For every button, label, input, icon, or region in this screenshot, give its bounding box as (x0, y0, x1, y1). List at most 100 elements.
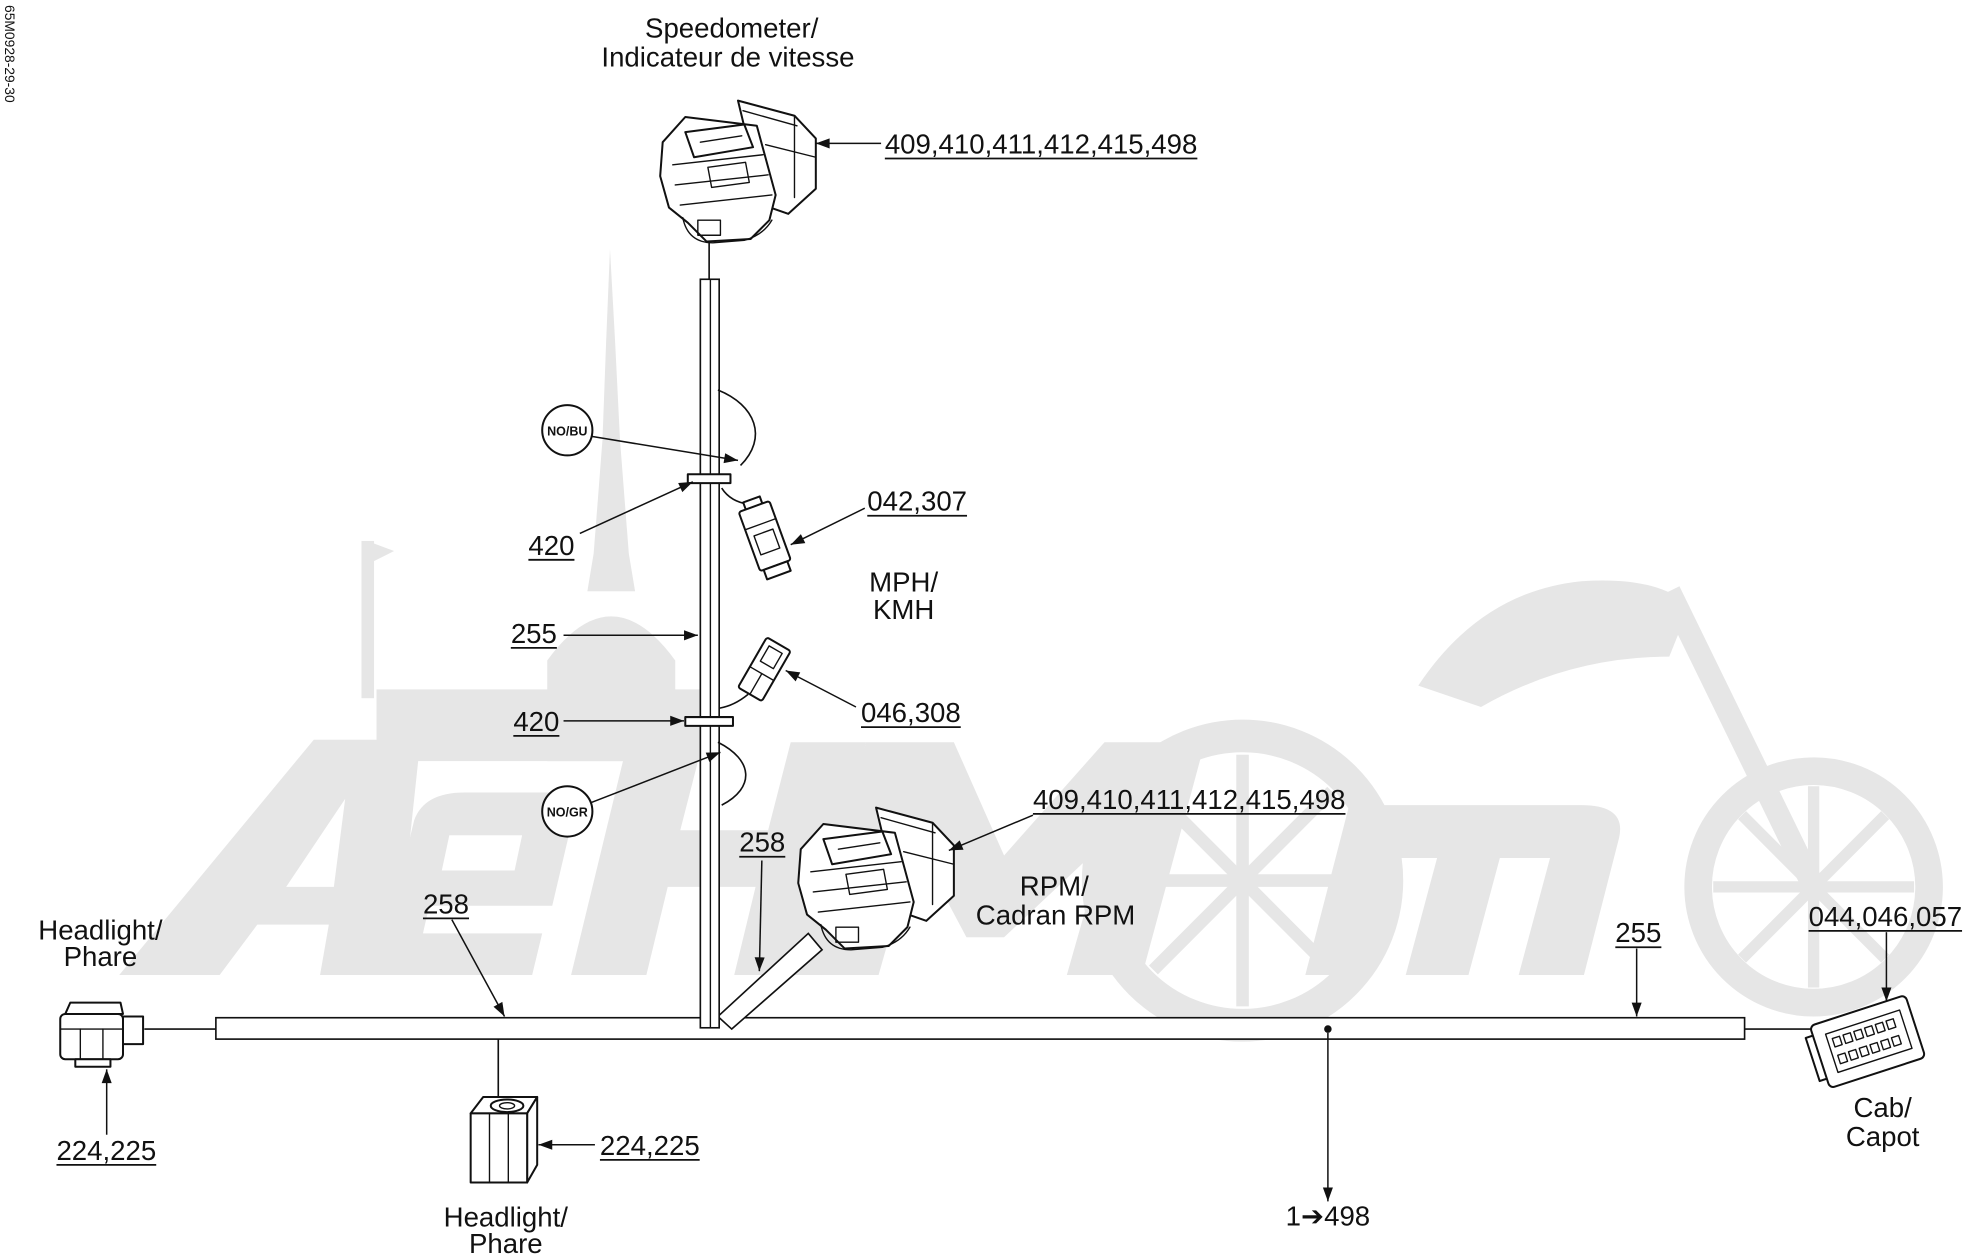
wire-tag-circle (541, 404, 594, 457)
callout-headlight-branch: 258 (422, 888, 506, 1017)
wire-loop-upper (717, 389, 757, 467)
callout-speedometer-connector-label: 409,410,411,412,415,498 (885, 128, 1198, 159)
connector-body-line (749, 672, 763, 696)
callout-rpm-branch-leader-arrowhead (754, 957, 765, 972)
harness-rpm-branch-tube (716, 932, 824, 1031)
connector-foot-tab (835, 926, 860, 943)
callout-clip-upper-leader (579, 481, 694, 535)
callout-clip-upper-label: 420 (528, 530, 574, 561)
callout-headlight-left-connector-leader-arrowhead (101, 1069, 112, 1084)
connector-042-307 (738, 495, 792, 581)
speedometer-label-fr: Indicateur de vitesse (601, 42, 854, 73)
callout-cab-connector-label: 044,046,057 (1809, 901, 1962, 932)
connector-pin (1837, 1052, 1849, 1065)
rpm-label-fr: Cadran RPM (976, 900, 1135, 931)
watermark-logo (119, 249, 1943, 1042)
connector-foot (682, 216, 773, 244)
connector-foot (820, 923, 911, 951)
connector-pin-row (1831, 1018, 1897, 1048)
connector-body (738, 500, 792, 572)
callout-connector-042: 042,307 (790, 486, 968, 546)
connector-body-line (817, 901, 911, 913)
callout-harness-assembly: 1➔498 (1286, 1032, 1370, 1231)
callout-speedometer-connector-leader-arrowhead (815, 138, 830, 149)
callout-connector-046-label: 046,308 (861, 697, 961, 728)
watermark-rear-spokes (1117, 754, 1369, 1007)
connector-latch (684, 123, 755, 159)
connector-housing-rib (742, 110, 798, 127)
watermark-flag (374, 543, 395, 562)
connector-pin (1874, 1021, 1886, 1034)
connector-foot (74, 1058, 112, 1068)
callout-headlight-branch-label: 258 (423, 888, 469, 919)
connector-body (59, 1012, 125, 1061)
connector-housing-rib (764, 143, 817, 158)
connector-pin (1890, 1034, 1903, 1047)
wire-tag-upper-label: NO/BU (547, 424, 587, 438)
connector-window (707, 161, 750, 189)
connector-body-line (744, 517, 777, 531)
component-labels: Speedometer/ Indicateur de vitesse MPH/ … (38, 13, 1920, 1258)
callout-headlight-bottom-connector: 224,225 (538, 1130, 700, 1161)
wire-tag-lower-label: NO/GR (547, 805, 588, 819)
speedometer-label-en: Speedometer/ (645, 13, 819, 44)
wire-tag-upper: NO/BU (541, 404, 739, 464)
callout-rpm-branch-leader (758, 860, 763, 972)
watermark-letter-e (376, 792, 574, 975)
callout-rpm-branch-label: 258 (739, 827, 785, 858)
clip-lower (684, 716, 734, 727)
callout-connector-046: 046,308 (785, 669, 961, 728)
wire-tag-lower-leader-arrowhead (705, 752, 721, 762)
connector-body-line (674, 174, 769, 186)
rpm-connector (797, 806, 955, 951)
harness (144, 241, 1818, 1097)
headlight-bottom-label-fr: Phare (469, 1228, 543, 1258)
callout-harness-assembly-leader-arrowhead (1322, 1187, 1333, 1202)
headlight-bottom-connector (469, 1095, 539, 1184)
cab-label-fr: Capot (1846, 1121, 1920, 1152)
callout-headlight-branch-leader-arrowhead (493, 1001, 505, 1017)
connector-pin (1880, 1038, 1892, 1051)
part-callouts: 409,410,411,412,415,498 420 042,307 255 … (56, 128, 1962, 1231)
connector-top (64, 1001, 125, 1015)
connector-046-308 (737, 637, 791, 702)
watermark-tower (361, 540, 375, 699)
callout-headlight-left-connector: 224,225 (56, 1069, 156, 1166)
headlight-left-label-en: Headlight/ (38, 915, 163, 946)
connector-pin (1847, 1048, 1860, 1061)
wire-to-connector-046 (719, 693, 749, 710)
watermark-front-wheel (1684, 757, 1943, 1017)
callout-headlight-branch-leader (451, 919, 506, 1017)
headlight-left-connector (59, 1001, 145, 1068)
speedometer-connector (659, 99, 817, 244)
callout-rpm-branch: 258 (739, 827, 785, 972)
wire-tag-lower: NO/GR (541, 751, 721, 838)
connector-pin-row (1837, 1034, 1903, 1065)
cab-connector (1804, 995, 1926, 1088)
cab-label-en: Cab/ (1854, 1092, 1913, 1123)
connector-socket-inner (498, 1101, 516, 1110)
callout-harness-vertical-label: 255 (511, 618, 557, 649)
wire-tag-upper-leader-arrowhead (723, 453, 738, 464)
connector-pin-field (1824, 1009, 1913, 1074)
callout-harness-main: 255 (1615, 917, 1661, 1017)
connector-body-line (679, 194, 773, 206)
callout-clip-lower: 420 (513, 706, 685, 737)
callout-cab-connector: 044,046,057 (1809, 901, 1962, 1002)
connector-pin (1885, 1018, 1897, 1031)
callout-connector-042-label: 042,307 (867, 486, 967, 517)
connector-pin (1853, 1028, 1865, 1041)
watermark-fork (1659, 586, 1824, 892)
headlight-bottom-label-en: Headlight/ (444, 1202, 569, 1233)
connector-latch-slot (699, 135, 743, 143)
connector-body (1810, 995, 1926, 1088)
connector-socket (489, 1098, 525, 1114)
connector-housing-rib (902, 850, 955, 865)
wire-tag-lower-leader (590, 751, 721, 804)
connector-window (753, 528, 781, 556)
callout-headlight-bottom-connector-label: 224,225 (600, 1130, 700, 1161)
kmh-label: KMH (873, 594, 934, 625)
wire-loop-lower (717, 741, 747, 806)
connector-window (759, 645, 783, 670)
connector-pin (1869, 1041, 1881, 1054)
